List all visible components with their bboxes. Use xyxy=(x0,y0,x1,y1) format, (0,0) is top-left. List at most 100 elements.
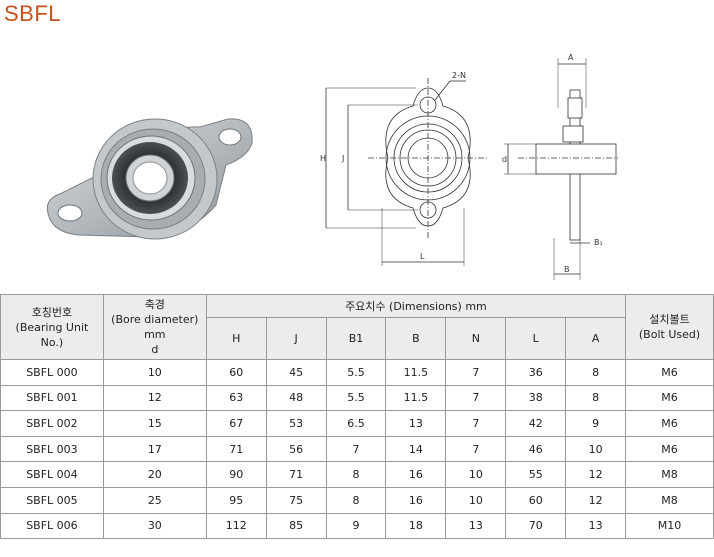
cell-n: 7 xyxy=(445,384,507,412)
cell-a: 12 xyxy=(565,461,627,488)
header-j: J xyxy=(265,317,327,360)
header-bolt: 설치볼트 (Bolt Used) xyxy=(625,294,714,360)
label-h: H xyxy=(320,154,326,163)
cell-b1: 6.5 xyxy=(325,410,387,437)
cell-l: 38 xyxy=(505,384,567,412)
header-bore: 축경 (Bore diameter) mm d xyxy=(102,294,207,360)
cell-bore: 17 xyxy=(102,435,207,463)
cell-model: SBFL 001 xyxy=(0,384,104,412)
header-model-en1: (Bearing Unit xyxy=(15,320,89,334)
cell-bolt: M10 xyxy=(625,512,714,540)
cell-bore: 25 xyxy=(102,486,207,514)
cell-b: 13 xyxy=(385,410,447,437)
label-b: B xyxy=(564,265,570,274)
header-b: B xyxy=(385,317,447,360)
cell-l: 60 xyxy=(505,486,567,514)
cell-bore: 20 xyxy=(102,461,207,488)
header-bore-unit: mm xyxy=(144,328,166,341)
bearing-unit-photo xyxy=(46,118,253,240)
cell-b1: 8 xyxy=(325,486,387,514)
cell-b1: 5.5 xyxy=(325,384,387,412)
cell-model: SBFL 002 xyxy=(0,410,104,437)
dimensions-table: 호칭번호 (Bearing Unit No.) 축경 (Bore diamete… xyxy=(0,294,714,540)
page-title: SBFL xyxy=(4,1,62,26)
cell-model: SBFL 003 xyxy=(0,435,104,463)
table-row: SBFL 000 10 60 45 5.5 11.5 7 36 8 M6 xyxy=(0,359,714,386)
cell-h: 67 xyxy=(205,410,267,437)
header-a: A xyxy=(565,317,627,360)
header-n: N xyxy=(445,317,507,360)
cell-b: 16 xyxy=(385,486,447,514)
cell-h: 90 xyxy=(205,461,267,488)
cell-model: SBFL 005 xyxy=(0,486,104,514)
header-dimensions: 주요치수 (Dimensions) mm xyxy=(205,294,627,318)
header-model-ko: 호칭번호 xyxy=(31,305,73,319)
label-a: A xyxy=(568,53,574,62)
cell-b1: 8 xyxy=(325,461,387,488)
dimension-drawing: H J L 2-N A d B₁ B xyxy=(320,53,618,280)
header-model: 호칭번호 (Bearing Unit No.) xyxy=(0,294,104,360)
cell-b: 11.5 xyxy=(385,384,447,412)
header-bore-en: (Bore diameter) xyxy=(111,313,199,326)
cell-bore: 15 xyxy=(102,410,207,437)
cell-bolt: M6 xyxy=(625,435,714,463)
table-row: SBFL 006 30 112 85 9 18 13 70 13 M10 xyxy=(0,512,714,540)
header-l: L xyxy=(505,317,567,360)
cell-b: 18 xyxy=(385,512,447,540)
cell-h: 63 xyxy=(205,384,267,412)
header-bolt-en: (Bolt Used) xyxy=(638,328,701,341)
cell-l: 36 xyxy=(505,359,567,386)
cell-a: 8 xyxy=(565,359,627,386)
label-b1: B₁ xyxy=(594,238,603,247)
cell-j: 56 xyxy=(265,435,327,463)
cell-b1: 5.5 xyxy=(325,359,387,386)
cell-bolt: M8 xyxy=(625,461,714,488)
cell-model: SBFL 004 xyxy=(0,461,104,488)
cell-h: 71 xyxy=(205,435,267,463)
header-bore-ko: 축경 xyxy=(144,298,165,311)
cell-a: 10 xyxy=(565,435,627,463)
cell-b: 11.5 xyxy=(385,359,447,386)
cell-bore: 12 xyxy=(102,384,207,412)
cell-l: 70 xyxy=(505,512,567,540)
cell-b1: 7 xyxy=(325,435,387,463)
label-d: d xyxy=(502,155,507,164)
table-row: SBFL 001 12 63 48 5.5 11.5 7 38 8 M6 xyxy=(0,384,714,412)
cell-l: 46 xyxy=(505,435,567,463)
cell-j: 45 xyxy=(265,359,327,386)
cell-n: 7 xyxy=(445,410,507,437)
label-2n: 2-N xyxy=(452,71,466,80)
front-view-outline xyxy=(385,87,471,227)
label-j: J xyxy=(341,154,344,163)
header-h: H xyxy=(205,317,267,360)
cell-j: 75 xyxy=(265,486,327,514)
cell-n: 7 xyxy=(445,359,507,386)
cell-h: 60 xyxy=(205,359,267,386)
cell-b: 14 xyxy=(385,435,447,463)
cell-j: 53 xyxy=(265,410,327,437)
label-l: L xyxy=(420,252,425,261)
cell-n: 13 xyxy=(445,512,507,540)
header-b1: B1 xyxy=(325,317,387,360)
cell-model: SBFL 006 xyxy=(0,512,104,540)
table-row: SBFL 004 20 90 71 8 16 10 55 12 M8 xyxy=(0,461,714,488)
header-bore-sym: d xyxy=(151,343,159,356)
header-bolt-ko: 설치볼트 xyxy=(649,313,690,326)
cell-h: 95 xyxy=(205,486,267,514)
cell-bolt: M6 xyxy=(625,384,714,412)
cell-l: 42 xyxy=(505,410,567,437)
cell-bolt: M6 xyxy=(625,359,714,386)
header-model-en2: No.) xyxy=(40,335,64,349)
cell-l: 55 xyxy=(505,461,567,488)
table-row: SBFL 003 17 71 56 7 14 7 46 10 M6 xyxy=(0,435,714,463)
cell-j: 48 xyxy=(265,384,327,412)
cell-bore: 30 xyxy=(102,512,207,540)
cell-a: 9 xyxy=(565,410,627,437)
cell-h: 112 xyxy=(205,512,267,540)
cell-n: 7 xyxy=(445,435,507,463)
table-row: SBFL 002 15 67 53 6.5 13 7 42 9 M6 xyxy=(0,410,714,437)
cell-a: 12 xyxy=(565,486,627,514)
cell-a: 13 xyxy=(565,512,627,540)
cell-bore: 10 xyxy=(102,359,207,386)
cell-n: 10 xyxy=(445,461,507,488)
